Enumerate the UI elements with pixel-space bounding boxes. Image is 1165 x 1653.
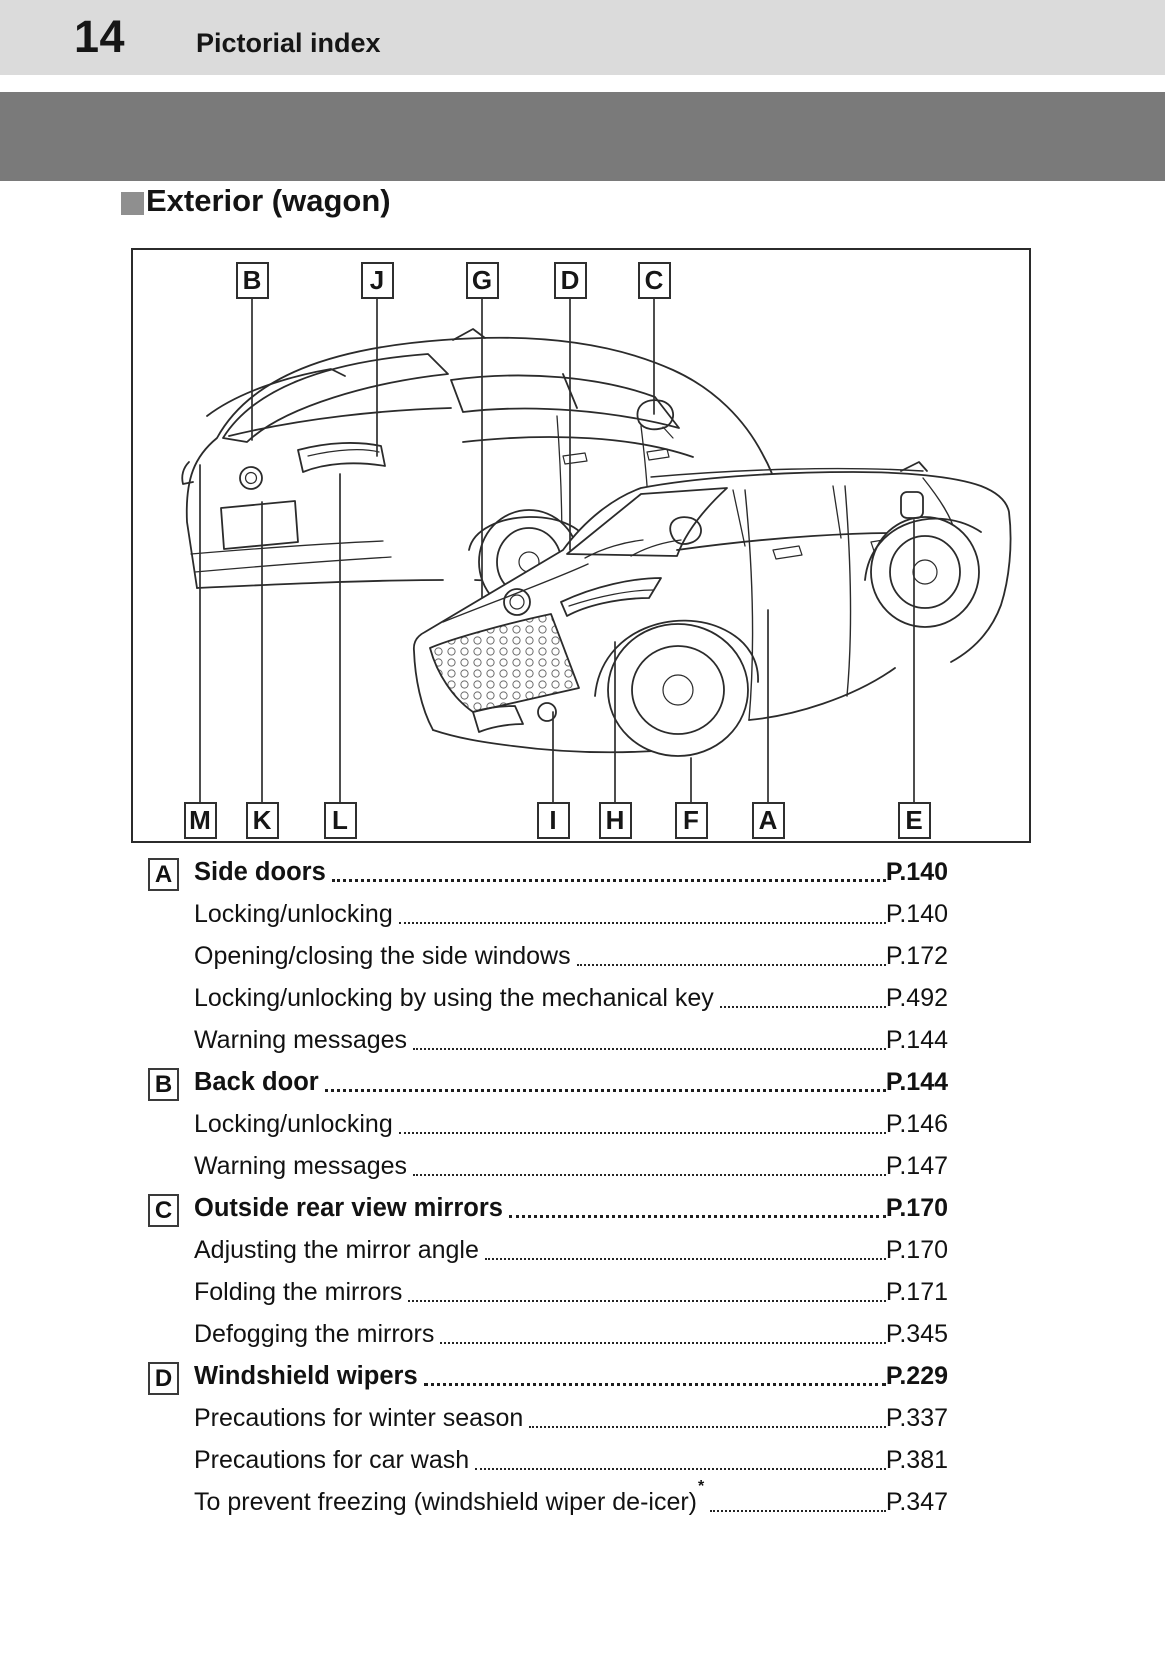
page-reference: P.172 <box>885 942 948 970</box>
toc-section-row: C Outside rear view mirrors P.170 <box>148 1189 948 1231</box>
diagram-label-F: F <box>674 802 708 839</box>
toc-section-row: A Side doors P.140 <box>148 853 948 895</box>
section-title-text: Windshield wipers <box>194 1362 418 1390</box>
section-title-text: Outside rear view mirrors <box>194 1194 503 1222</box>
item-label: Opening/closing the side windows <box>194 942 571 970</box>
toc-item-row: To prevent freezing (windshield wiper de… <box>148 1478 948 1525</box>
car-diagram <box>181 298 1012 803</box>
diagram-label-B: B <box>235 262 269 299</box>
dotted-leader <box>331 879 886 882</box>
dotted-leader <box>398 1132 886 1134</box>
toc-item-row: Defogging the mirrors P.345 <box>148 1315 948 1357</box>
section-marker-square <box>121 192 144 215</box>
toc-item-row: Locking/unlocking P.140 <box>148 895 948 937</box>
section-heading: Exterior (wagon) <box>121 183 391 219</box>
toc-item-row: Opening/closing the side windows P.172 <box>148 937 948 979</box>
dotted-leader <box>408 1300 886 1302</box>
toc-item-row: Warning messages P.147 <box>148 1147 948 1189</box>
diagram-label-A: A <box>751 802 785 839</box>
section-title-text: Side doors <box>194 858 326 886</box>
dotted-leader <box>413 1048 886 1050</box>
diagram-label-J: J <box>360 262 394 299</box>
section-letter-box: B <box>148 1068 179 1101</box>
dotted-leader <box>324 1089 886 1092</box>
diagram-label-K: K <box>245 802 279 839</box>
dotted-leader <box>508 1215 886 1218</box>
item-label: Precautions for car wash <box>194 1446 470 1474</box>
dotted-leader <box>423 1383 886 1386</box>
dotted-leader <box>413 1174 886 1176</box>
page-reference: P.171 <box>885 1278 948 1306</box>
item-label: Locking/unlocking <box>194 900 393 928</box>
toc-item-row: Folding the mirrors P.171 <box>148 1273 948 1315</box>
page-reference: P.381 <box>885 1446 948 1474</box>
toc-item-row: Warning messages P.144 <box>148 1021 948 1063</box>
footnote-marker: * <box>698 1478 705 1495</box>
page-reference: P.492 <box>885 984 948 1012</box>
section-title: Exterior (wagon) <box>146 183 391 218</box>
page-reference: P.337 <box>885 1404 948 1432</box>
page-number: 14 <box>74 11 126 62</box>
item-label: Adjusting the mirror angle <box>194 1236 479 1264</box>
page-reference: P.229 <box>885 1362 948 1390</box>
dotted-leader <box>529 1426 886 1428</box>
dotted-leader <box>398 922 886 924</box>
page-reference: P.140 <box>885 858 948 886</box>
dotted-leader <box>484 1258 886 1260</box>
item-label: Locking/unlocking <box>194 1110 393 1138</box>
toc-item-row: Precautions for car wash P.381 <box>148 1441 948 1483</box>
item-label: Locking/unlocking by using the mechanica… <box>194 984 714 1012</box>
dotted-leader <box>719 1006 886 1008</box>
dotted-leader <box>710 1510 886 1512</box>
diagram-label-H: H <box>598 802 632 839</box>
toc-item-row: Locking/unlocking P.146 <box>148 1105 948 1147</box>
diagram-label-D: D <box>553 262 587 299</box>
section-letter-box: C <box>148 1194 179 1227</box>
front-view-car-drawing <box>412 461 1012 757</box>
diagram-label-L: L <box>323 802 357 839</box>
page-reference: P.140 <box>885 900 948 928</box>
toc-item-row: Locking/unlocking by using the mechanica… <box>148 979 948 1021</box>
dotted-leader <box>576 964 886 966</box>
item-label: Precautions for winter season <box>194 1404 524 1432</box>
section-letter-box: D <box>148 1362 179 1395</box>
page-reference: P.347 <box>885 1488 948 1516</box>
header-band <box>0 0 1165 75</box>
page-reference: P.170 <box>885 1236 948 1264</box>
section-letter-box: A <box>148 858 179 891</box>
page-reference: P.147 <box>885 1152 948 1180</box>
section-title-text: Back door <box>194 1068 319 1096</box>
page-reference: P.144 <box>885 1026 948 1054</box>
header-title: Pictorial index <box>196 28 381 58</box>
item-label: Warning messages <box>194 1152 408 1180</box>
callout-lines <box>199 298 915 803</box>
diagram-label-C: C <box>637 262 671 299</box>
page-reference: P.146 <box>885 1110 948 1138</box>
diagram-label-E: E <box>897 802 931 839</box>
toc-section-row: D Windshield wipers P.229 <box>148 1357 948 1399</box>
toc-section-row: B Back door P.144 <box>148 1063 948 1105</box>
diagram-label-M: M <box>183 802 217 839</box>
diagram-label-I: I <box>536 802 570 839</box>
toc-item-row: Adjusting the mirror angle P.170 <box>148 1231 948 1273</box>
page-reference: P.144 <box>885 1068 948 1096</box>
item-label: To prevent freezing (windshield wiper de… <box>194 1488 698 1516</box>
item-label: Warning messages <box>194 1026 408 1054</box>
dotted-leader <box>440 1342 886 1344</box>
toc-item-row: Precautions for winter season P.337 <box>148 1399 948 1441</box>
dotted-leader <box>475 1468 886 1470</box>
item-label: Defogging the mirrors <box>194 1320 435 1348</box>
item-label: Folding the mirrors <box>194 1278 403 1306</box>
chapter-tab-band <box>0 92 1165 181</box>
page-reference: P.345 <box>885 1320 948 1348</box>
diagram-label-G: G <box>465 262 499 299</box>
page-reference: P.170 <box>885 1194 948 1222</box>
